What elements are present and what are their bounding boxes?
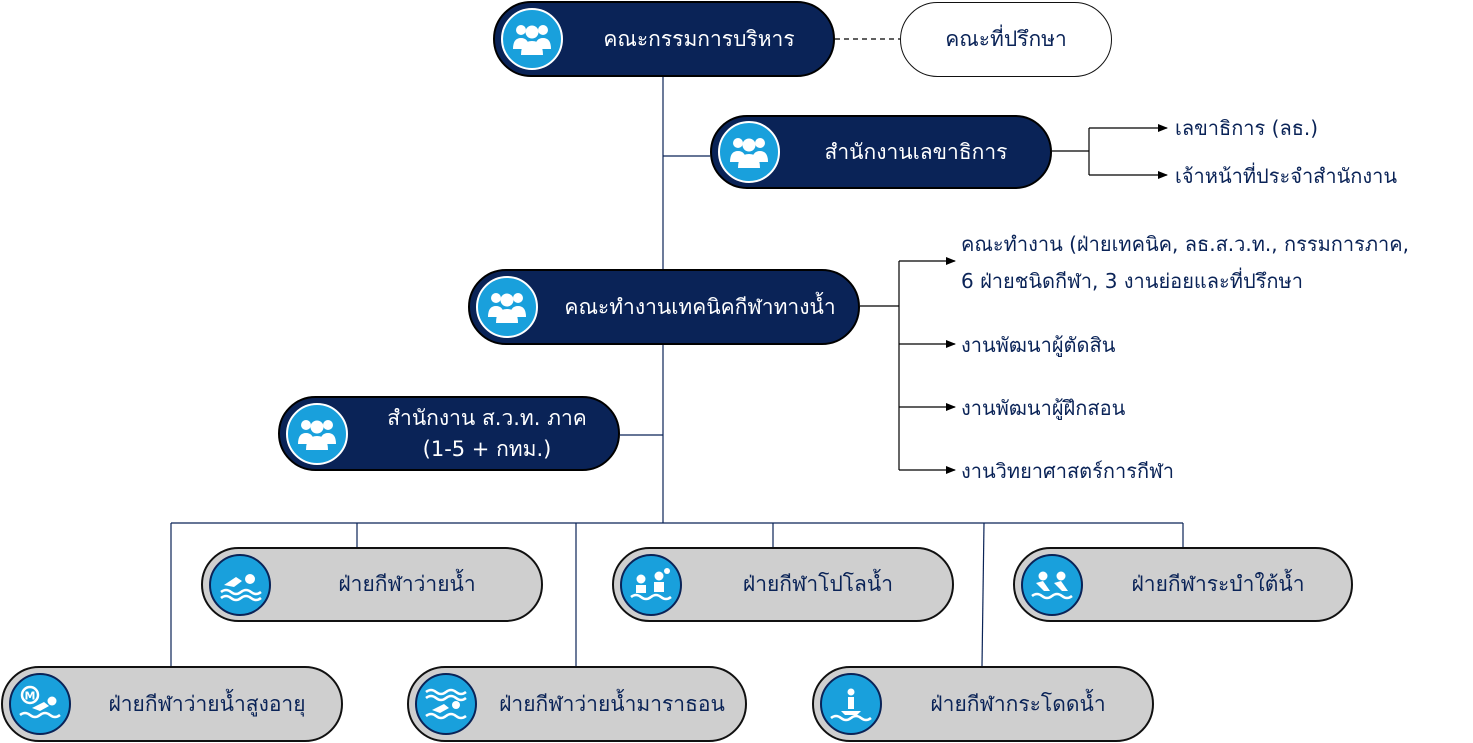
executive-committee-node: คณะกรรมการบริหาร (493, 1, 835, 77)
svg-text:M: M (25, 690, 36, 703)
division-diving-node: ฝ่ายกีฬากระโดดน้ำ (812, 666, 1154, 742)
node-label: ฝ่ายกีฬากระโดดน้ำ (930, 691, 1106, 716)
node-label: คณะที่ปรึกษา (945, 27, 1067, 51)
marathon-swimmer-icon (415, 673, 477, 735)
artistic-swimming-icon (1021, 553, 1083, 616)
secretariat-office-node: สำนักงานเลขาธิการ (710, 115, 1052, 189)
division-swimming-node: ฝ่ายกีฬาว่ายน้ำ (201, 547, 543, 622)
division-marathon-swimming-node: ฝ่ายกีฬาว่ายน้ำมาราธอน (407, 666, 747, 742)
aquatics-technical-committee-node: คณะทำงานเทคนิคกีฬาทางน้ำ (468, 269, 860, 345)
node-label: ฝ่ายกีฬาระบำใต้น้ำ (1131, 572, 1305, 597)
group-icon (501, 8, 563, 70)
swimmer-icon (209, 553, 271, 616)
node-label-line1: สำนักงาน ส.ว.ท. ภาค (387, 406, 587, 431)
node-label: สำนักงาน ส.ว.ท. ภาค (1-5 + กทม.) (356, 398, 618, 469)
technical-item-officials: งานพัฒนาผู้ตัดสิน (961, 333, 1116, 357)
node-label: ฝ่ายกีฬาว่ายน้ำมาราธอน (499, 691, 725, 716)
group-icon (286, 402, 348, 465)
node-label: ฝ่ายกีฬาโปโลน้ำ (742, 572, 894, 597)
masters-swimmer-icon: M (9, 673, 71, 735)
division-artistic-swimming-node: ฝ่ายกีฬาระบำใต้น้ำ (1013, 547, 1353, 622)
node-label: ฝ่ายกีฬาว่ายน้ำสูงอายุ (108, 691, 306, 716)
group-icon (718, 121, 780, 183)
technical-item-working-group-line2: 6 ฝ่ายชนิดกีฬา, 3 งานย่อยและที่ปรึกษา (961, 269, 1303, 293)
technical-item-working-group-line1: คณะทำงาน (ฝ่ายเทคนิค, ลธ.ส.ว.ท., กรรมการ… (961, 232, 1409, 256)
node-label: ฝ่ายกีฬาว่ายน้ำ (338, 572, 476, 597)
node-label: สำนักงานเลขาธิการ (824, 139, 1008, 164)
group-icon (476, 276, 538, 338)
node-label: คณะกรรมการบริหาร (603, 26, 795, 51)
technical-item-coaches: งานพัฒนาผู้ฝึกสอน (961, 396, 1126, 420)
division-water-polo-node: ฝ่ายกีฬาโปโลน้ำ (612, 547, 954, 622)
division-masters-swimming-node: M ฝ่ายกีฬาว่ายน้ำสูงอายุ (1, 666, 343, 742)
advisory-committee-node: คณะที่ปรึกษา (900, 2, 1112, 77)
secretariat-item: เจ้าหน้าที่ประจำสำนักงาน (1175, 164, 1398, 188)
node-label: คณะทำงานเทคนิคกีฬาทางน้ำ (564, 294, 836, 319)
secretariat-item: เลขาธิการ (ลธ.) (1175, 116, 1319, 140)
water-polo-icon (620, 553, 682, 616)
regional-office-node: สำนักงาน ส.ว.ท. ภาค (1-5 + กทม.) (278, 396, 620, 471)
technical-item-sports-science: งานวิทยาศาสตร์การกีฬา (961, 459, 1174, 483)
diver-icon (820, 673, 882, 735)
node-label-line2: (1-5 + กทม.) (422, 436, 552, 461)
